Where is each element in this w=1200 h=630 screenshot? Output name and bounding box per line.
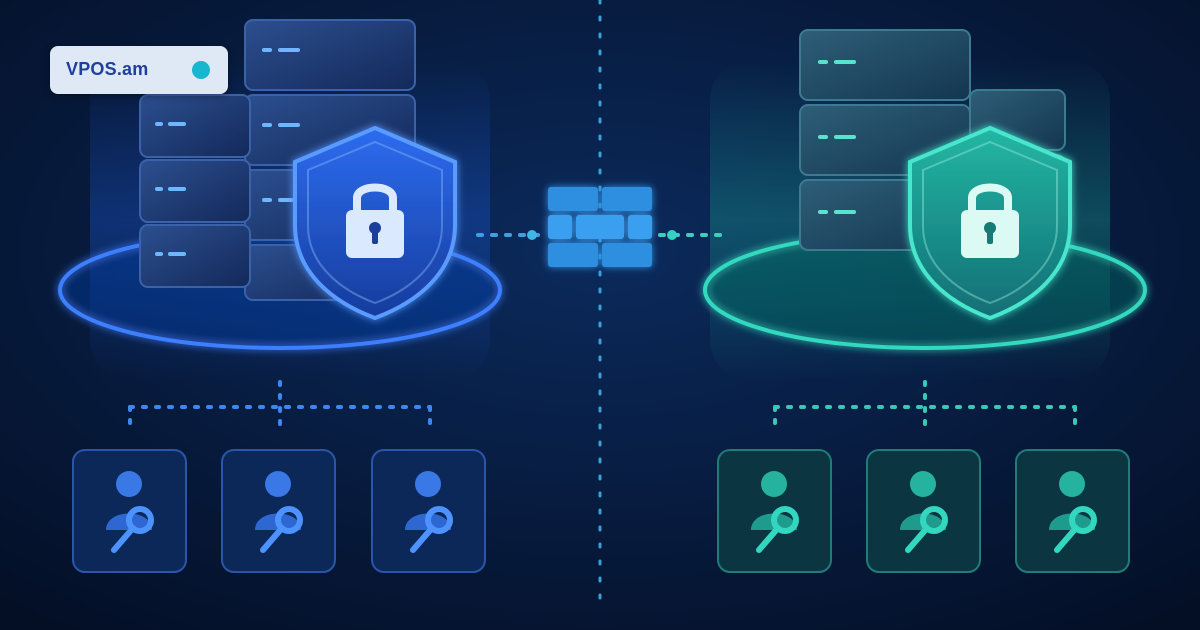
- user-key-icon: [405, 471, 453, 553]
- left-user-card-3: [371, 449, 486, 573]
- left-user-tree: [128, 380, 432, 434]
- user-key-icon: [1049, 471, 1097, 553]
- lock-shield-icon: [908, 125, 1072, 321]
- lock-shield-icon: [293, 125, 457, 321]
- brand-dot: [192, 61, 210, 79]
- left-connector-dot: [527, 230, 537, 240]
- left-user-card-2: [221, 449, 336, 573]
- brand-badge: VPOS.am: [50, 46, 228, 94]
- right-user-card-3: [1015, 449, 1130, 573]
- user-key-icon: [106, 471, 154, 553]
- brand-label: VPOS.am: [66, 59, 149, 79]
- left-user-card-1: [72, 449, 187, 573]
- user-key-icon: [900, 471, 948, 553]
- firewall-brick-icon: [548, 187, 652, 267]
- right-connector-dot: [667, 230, 677, 240]
- user-key-icon: [255, 471, 303, 553]
- right-user-card-1: [717, 449, 832, 573]
- right-user-card-2: [866, 449, 981, 573]
- user-key-icon: [751, 471, 799, 553]
- right-user-tree: [773, 380, 1077, 434]
